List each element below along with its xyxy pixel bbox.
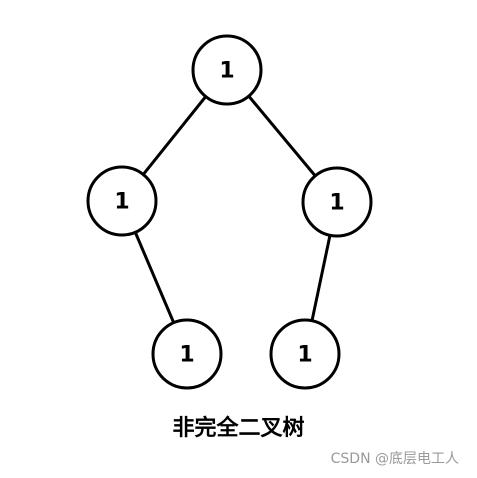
node-circle xyxy=(301,166,373,238)
node-left: 1 xyxy=(86,165,158,237)
node-left-child: 1 xyxy=(151,318,223,390)
node-label: 1 xyxy=(329,191,344,216)
node-circle xyxy=(151,318,223,390)
watermark: CSDN @底层电工人 xyxy=(330,451,459,467)
node-label: 1 xyxy=(114,190,129,215)
node-circle xyxy=(191,34,263,106)
node-right-child: 1 xyxy=(269,318,341,390)
diagram-caption: 非完全二叉树 xyxy=(172,416,305,441)
node-circle xyxy=(269,318,341,390)
node-right: 1 xyxy=(301,166,373,238)
node-circle xyxy=(86,165,158,237)
node-root: 1 xyxy=(191,34,263,106)
node-label: 1 xyxy=(297,343,312,368)
node-label: 1 xyxy=(179,343,194,368)
node-label: 1 xyxy=(219,59,234,84)
